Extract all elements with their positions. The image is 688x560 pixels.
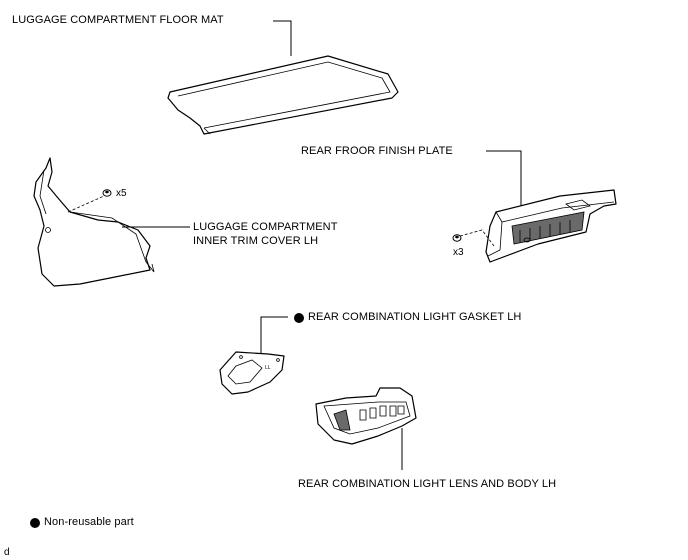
trim-cover-clip-icon <box>102 189 112 197</box>
finish-plate-fastener-dash <box>459 229 495 247</box>
legend-non-reusable-dot <box>30 518 40 528</box>
gasket-label: REAR COMBINATION LIGHT GASKET LH <box>308 311 522 323</box>
trim-cover-label-line1: LUGGAGE COMPARTMENT <box>193 221 338 233</box>
gasket-marking: LL <box>265 365 271 371</box>
gasket-leader <box>260 316 288 354</box>
inner-trim-cover-part <box>33 157 155 287</box>
lens-body-label: REAR COMBINATION LIGHT LENS AND BODY LH <box>298 478 557 490</box>
finish-plate-leader <box>486 150 522 206</box>
trim-cover-quantity: x5 <box>116 188 127 199</box>
finish-plate-quantity: x3 <box>453 247 464 258</box>
floor-mat-label: LUGGAGE COMPARTMENT FLOOR MAT <box>12 14 224 26</box>
gasket-part: LL <box>219 351 285 395</box>
figure-code: d <box>4 547 10 558</box>
finish-plate-part <box>485 189 617 263</box>
trim-cover-fastener-dash <box>67 195 105 213</box>
lens-body-part <box>315 387 417 445</box>
gasket-non-reusable-dot <box>294 313 304 323</box>
floor-mat-leader <box>273 20 292 56</box>
floor-mat-part <box>167 55 399 135</box>
trim-cover-label-line2: INNER TRIM COVER LH <box>193 235 319 247</box>
finish-plate-label: REAR FROOR FINISH PLATE <box>301 145 453 157</box>
legend-non-reusable-label: Non-reusable part <box>44 516 134 528</box>
finish-plate-clip-icon <box>452 234 462 242</box>
